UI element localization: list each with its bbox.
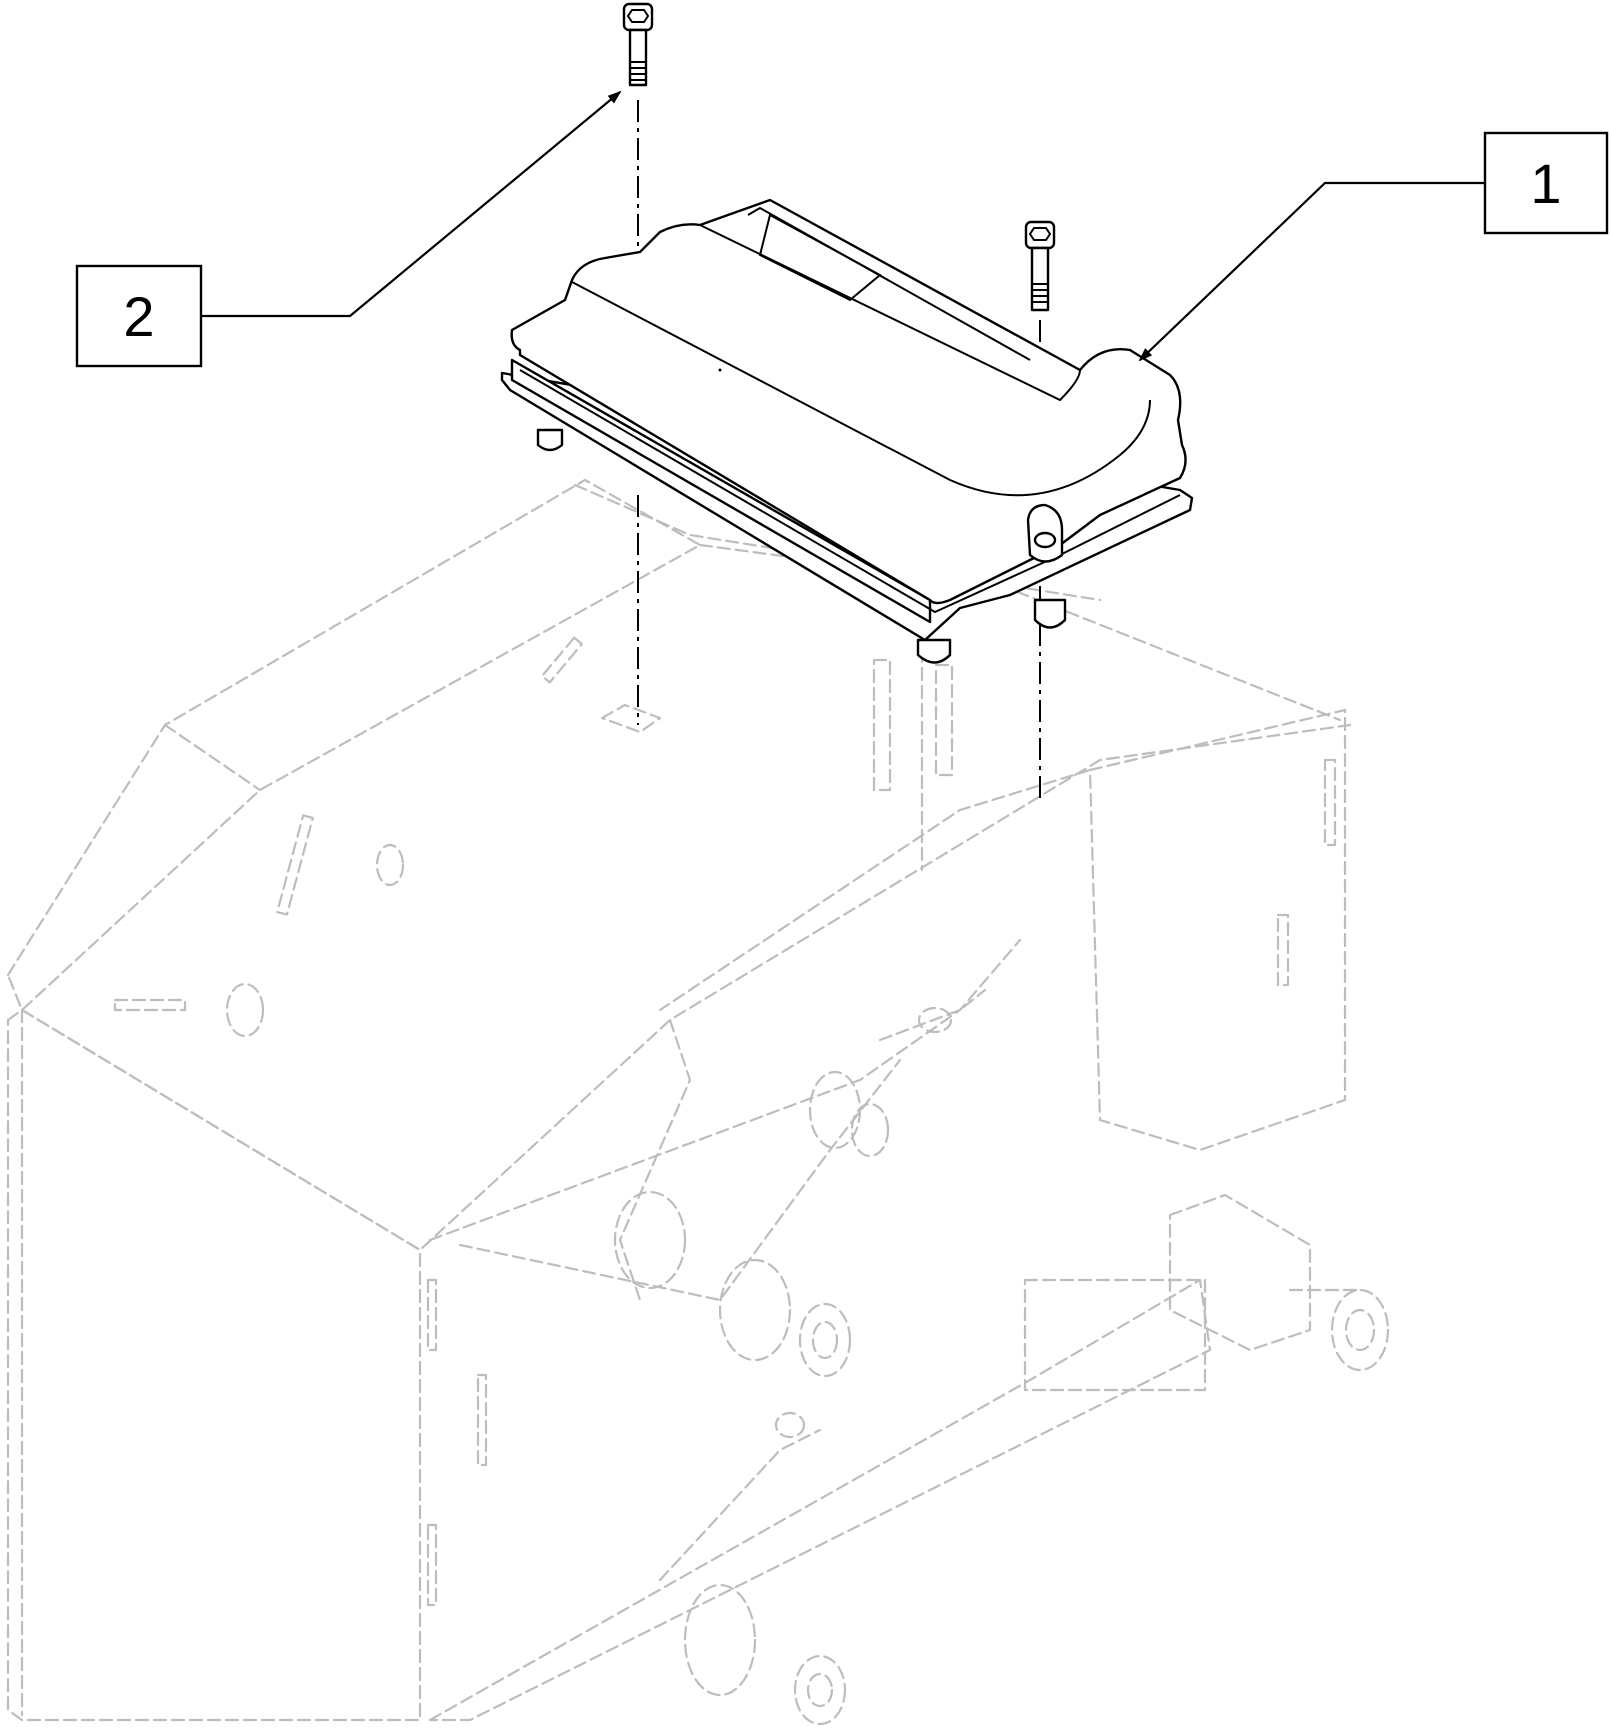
frame-post-1 — [872, 658, 892, 792]
shaft-collar-mid — [718, 1258, 792, 1362]
frame-left-panel — [6, 1008, 422, 1722]
frame-right-housing-top — [658, 768, 1092, 1012]
frame-strut-1 — [428, 938, 1022, 1242]
callout-2-box — [75, 264, 203, 368]
cover-main-body — [510, 198, 1187, 605]
cover-foot-2 — [1033, 598, 1067, 629]
part-screw-right — [1024, 220, 1056, 312]
shaft-end-mid-inner — [811, 1320, 839, 1360]
part-screw-left — [622, 2, 654, 87]
cover-foot-3 — [536, 428, 564, 452]
cover-screw-hole — [1033, 531, 1057, 549]
frame-strut-3 — [618, 1018, 692, 1302]
frame-hole-2 — [225, 982, 265, 1038]
callout-1-box — [1483, 131, 1609, 235]
pivot-2 — [774, 1411, 806, 1439]
frame-top-deck-fold — [163, 723, 262, 792]
frame-slot-1 — [113, 998, 187, 1012]
shaft-collar-left — [613, 1190, 687, 1290]
shaft-end-lower — [793, 1654, 847, 1726]
screw-right-socket-icon — [1028, 227, 1052, 241]
cover-plateau-edge — [571, 281, 1151, 497]
shaft-end-lower-inner — [806, 1672, 834, 1708]
frame-post-2 — [934, 663, 954, 777]
screw-left-shank — [628, 28, 648, 87]
callout-2-leader — [201, 90, 622, 318]
shaft-end-mid — [798, 1302, 852, 1378]
cover-detail-dot — [718, 368, 722, 372]
frame-slot-8 — [426, 1278, 438, 1352]
frame-right-plate — [1023, 1278, 1207, 1392]
screw-left-socket-icon — [626, 9, 650, 23]
shaft-collar-upper — [808, 1070, 862, 1150]
background-frame-ghost — [6, 478, 1390, 1726]
frame-slot-5 — [1323, 758, 1337, 847]
callout-1-leader — [1138, 181, 1485, 362]
frame-slot-4 — [1276, 913, 1290, 987]
cover-foot-1 — [916, 638, 952, 664]
frame-slot-2 — [276, 814, 314, 916]
frame-hole-1 — [375, 843, 405, 887]
frame-right-block — [1168, 1193, 1312, 1352]
frame-slot-3 — [541, 636, 583, 684]
frame-lower-arm-2 — [658, 1428, 822, 1582]
frame-top-deck-front — [20, 723, 1352, 1252]
callout-1-group: 1 — [1138, 131, 1609, 362]
part-controller-cover — [500, 198, 1194, 664]
callout-2-group: 2 — [75, 90, 622, 368]
frame-lower-arm — [428, 1278, 1212, 1722]
shaft-collar-lower — [683, 1583, 757, 1697]
shaft-end-right-inner — [1344, 1308, 1376, 1352]
shaft-end-upper — [850, 1102, 890, 1158]
frame-top-deck — [6, 478, 702, 1012]
shaft-end-right — [1330, 1288, 1390, 1372]
frame-strut-4 — [878, 988, 987, 1042]
small-clip — [600, 703, 662, 734]
callout-1-label: 1 — [1530, 152, 1561, 215]
cover-slot — [747, 206, 1031, 361]
screw-right-shank — [1030, 246, 1050, 312]
frame-slot-7 — [426, 1523, 438, 1607]
pivot-1 — [917, 1006, 953, 1034]
frame-slot-6 — [476, 1373, 488, 1467]
frame-right-housing — [1088, 708, 1347, 1152]
cover-plateau-top — [699, 224, 1081, 402]
cover-lower-ridge — [519, 369, 1181, 614]
callout-2-label: 2 — [123, 285, 154, 348]
